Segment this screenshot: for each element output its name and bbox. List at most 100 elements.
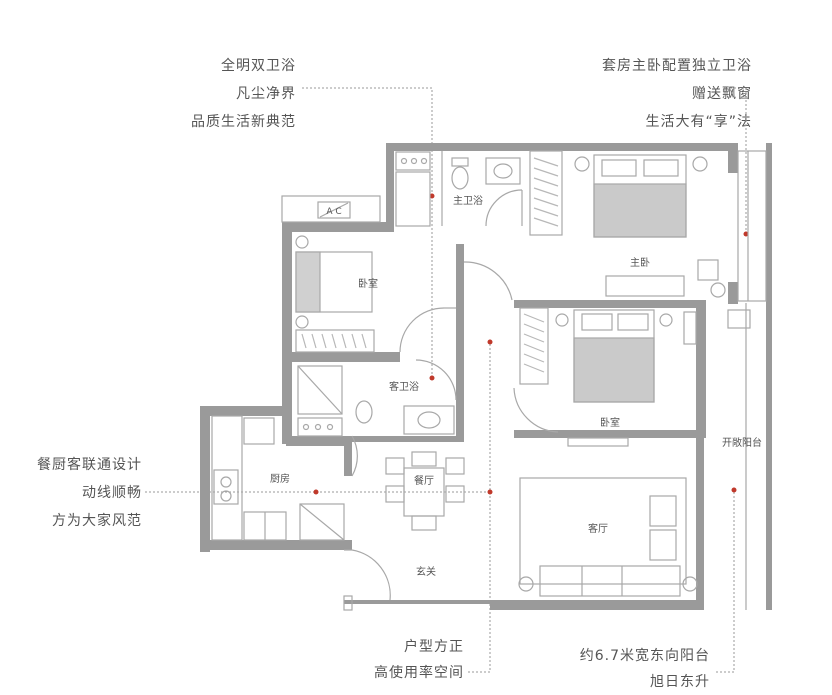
callout-mid-left-line-3: 方为大家风范 [52, 513, 142, 529]
leader-bottom-right [716, 490, 735, 673]
left-nightstand-bottom [295, 315, 309, 329]
callout-top-right-line-2: 赠送飘窗 [692, 86, 752, 102]
guest-bath-door [415, 359, 457, 401]
mid-bedroom-door [513, 387, 559, 433]
label-kitchen: 厨房 [270, 472, 290, 485]
wall-living-right [696, 438, 704, 608]
sofa [539, 565, 681, 597]
leader-dot-bay-window [743, 231, 749, 237]
kitchen-door [351, 435, 358, 477]
callout-top-right-line-3: 生活大有“享”法 [645, 114, 752, 130]
label-mid-bedroom: 卧室 [600, 416, 620, 429]
mid-wardrobe [519, 307, 549, 385]
walls [200, 143, 772, 610]
wall-master-top [524, 143, 738, 151]
leader-top-right [730, 87, 747, 234]
mid-pillow-left [581, 313, 613, 331]
leader-dot-kitchen [313, 489, 319, 495]
callout-mid-left-line-1: 餐厨客联通设计 [37, 457, 142, 473]
master-bath-toilet-tank [451, 157, 469, 167]
wall-master-bath-top [386, 143, 524, 151]
wall-master-bath-left [386, 143, 394, 227]
callout-top-right: 套房主卧配置独立卫浴 赠送飘窗 生活大有“享”法 [602, 52, 752, 136]
wall-bay-right [766, 143, 772, 303]
leader-lines [145, 87, 747, 673]
label-guest-bath: 客卫浴 [389, 380, 419, 393]
leader-dot-dining [487, 489, 493, 495]
wall-kitchen-bottom [200, 540, 352, 550]
master-bed-quilt [593, 183, 687, 238]
master-nightstand-right [692, 156, 708, 172]
wall-left-outer [282, 222, 292, 444]
leader-dots [313, 193, 749, 495]
label-balcony: 开敞阳台 [722, 436, 762, 449]
wall-guest-bath-bottom [292, 436, 464, 442]
left-bedroom-door [399, 307, 445, 353]
master-nightstand-left [574, 156, 590, 172]
guest-bath-toilet [355, 400, 373, 424]
wall-left-bedroom-top [282, 222, 394, 232]
wall-mid-bedroom-top [514, 300, 698, 308]
wall-master-right-bottom [728, 282, 738, 304]
master-desk [605, 275, 685, 297]
kitchen-sink [243, 417, 275, 445]
kitchen-stove [213, 469, 239, 505]
label-ac: A C [326, 207, 341, 217]
wall-kitchen-right [344, 436, 352, 476]
wall-bedroom-guest-divider [292, 352, 400, 362]
wall-mid-bedroom-bottom [514, 430, 704, 438]
master-bath-door [485, 189, 523, 227]
master-bath-shower [395, 171, 431, 227]
kitchen-counter-left [211, 415, 243, 541]
callout-bottom-center-line-2: 高使用率空间 [374, 665, 464, 681]
label-entrance: 玄关 [416, 565, 436, 578]
wall-kitchen-left [200, 406, 210, 552]
master-bath-vanity [395, 151, 431, 171]
guest-bath-basin-counter [403, 405, 455, 435]
callout-top-left-line-3: 品质生活新典范 [191, 114, 296, 130]
callout-bottom-center: 户型方正 高使用率空间 [374, 634, 464, 686]
left-bed-quilt [295, 251, 321, 313]
wall-kitchen-top [200, 406, 282, 416]
wall-bottom [490, 600, 704, 610]
label-living: 客厅 [588, 522, 608, 535]
wall-master-right-top [728, 143, 738, 173]
label-dining: 餐厅 [414, 474, 434, 487]
leader-top-left [302, 87, 433, 196]
left-nightstand-top [295, 235, 309, 249]
master-chair [697, 259, 719, 281]
master-pillow-right [643, 159, 679, 177]
entrance-door [351, 549, 391, 601]
callout-mid-left-line-2: 动线顺畅 [82, 485, 142, 501]
callout-top-left-line-1: 全明双卫浴 [221, 58, 296, 74]
leader-dot-guest-bath [429, 375, 435, 381]
master-wardrobe [529, 150, 563, 236]
guest-bath-basin [417, 411, 441, 429]
leader-bottom-center [468, 342, 491, 673]
callout-top-left: 全明双卫浴 凡尘净界 品质生活新典范 [191, 52, 296, 136]
master-pillow-left [601, 159, 637, 177]
living-rug [519, 477, 687, 585]
callout-bottom-center-line-1: 户型方正 [404, 639, 464, 655]
mid-bed-quilt [573, 337, 655, 403]
mid-pillow-right [617, 313, 649, 331]
leader-dot-master-bath [429, 193, 435, 199]
callout-bottom-right-line-1: 约6.7米宽东向阳台 [579, 648, 710, 664]
guest-bath-shower [297, 365, 343, 415]
balcony-washer [727, 309, 751, 329]
thin-lines [211, 150, 767, 611]
ac-unit-frame [281, 195, 381, 223]
wall-mid-bedroom-right [696, 300, 706, 438]
leader-dot-balcony [731, 487, 737, 493]
ac-unit-box [317, 201, 351, 219]
tv-cabinet-mid [567, 437, 629, 447]
left-wardrobe [295, 329, 375, 353]
callout-top-left-line-2: 凡尘净界 [236, 86, 296, 102]
wall-balcony-right [766, 303, 772, 610]
label-master-bedroom: 主卧 [630, 256, 650, 269]
armchair-bottom [649, 529, 677, 561]
label-master-bath: 主卫浴 [453, 195, 483, 207]
bay-window [737, 150, 767, 302]
